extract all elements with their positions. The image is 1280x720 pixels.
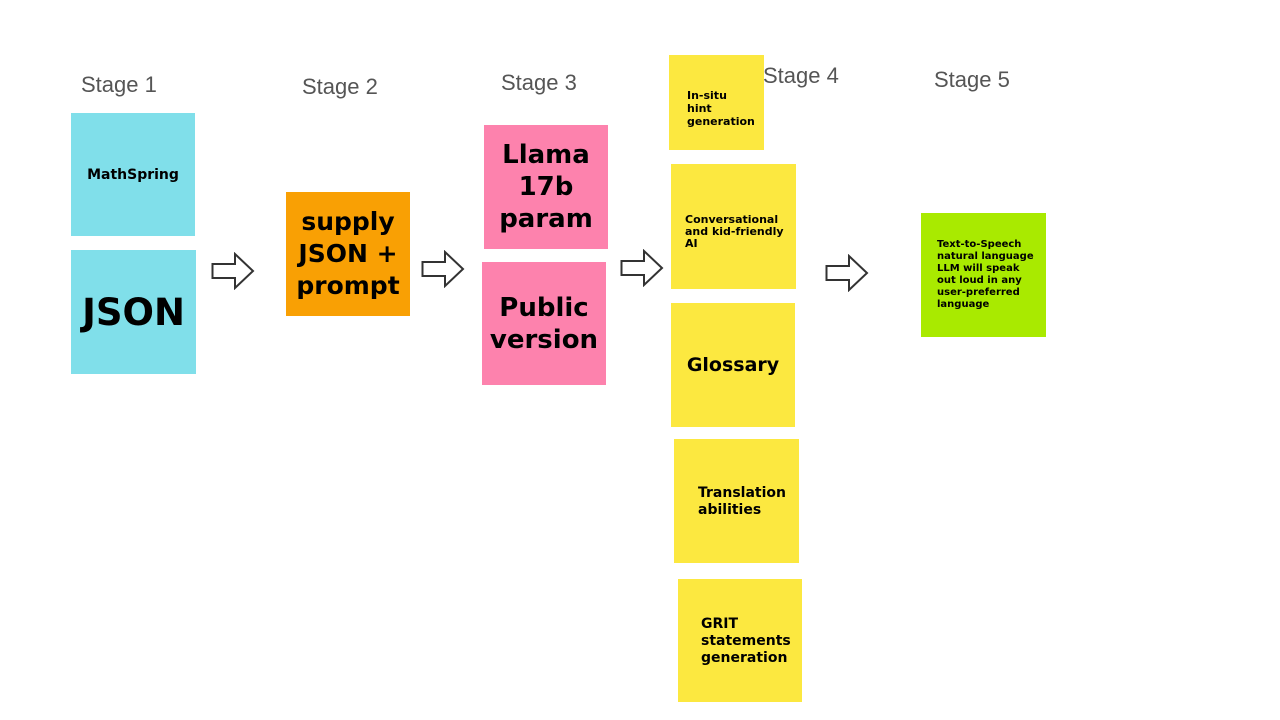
- grit-statements-text: GRIT statements generation: [701, 616, 791, 666]
- stage-5-label: Stage 5: [934, 67, 1010, 92]
- grit-statements-note: GRIT statements generation: [678, 579, 802, 702]
- text-to-speech-text: Text-to-Speech natural language LLM will…: [937, 239, 1034, 310]
- arrow-right-icon: [620, 249, 664, 287]
- json-note: JSON: [71, 250, 196, 374]
- public-version-note: Public version: [482, 262, 606, 385]
- translation-text: Translation abilities: [698, 485, 786, 518]
- conversational-note: Conversational and kid-friendly AI: [671, 164, 796, 289]
- in-situ-hint-note: In-situ hint generation: [669, 55, 764, 150]
- llama-note: Llama 17b param: [484, 125, 608, 249]
- arrow-right-icon: [421, 250, 465, 288]
- glossary-note: Glossary: [671, 303, 795, 427]
- arrow-right-icon: [825, 254, 869, 292]
- public-version-text: Public version: [489, 292, 599, 355]
- text-to-speech-note: Text-to-Speech natural language LLM will…: [921, 213, 1046, 337]
- supply-json-prompt-text: supply JSON + prompt: [296, 207, 400, 300]
- stage-2-label: Stage 2: [302, 74, 378, 99]
- arrow-right-icon: [211, 252, 255, 290]
- stage-1-label: Stage 1: [81, 72, 157, 97]
- json-text: JSON: [82, 290, 185, 334]
- translation-note: Translation abilities: [674, 439, 799, 563]
- glossary-text: Glossary: [686, 354, 780, 376]
- stage-3-label: Stage 3: [501, 70, 577, 95]
- conversational-text: Conversational and kid-friendly AI: [685, 213, 784, 250]
- supply-json-prompt-note: supply JSON + prompt: [286, 192, 410, 316]
- stage-4-label: Stage 4: [763, 63, 839, 88]
- in-situ-hint-text: In-situ hint generation: [687, 89, 755, 128]
- llama-text: Llama 17b param: [499, 140, 593, 234]
- mathspring-note: MathSpring: [71, 113, 195, 236]
- mathspring-text: MathSpring: [87, 166, 179, 183]
